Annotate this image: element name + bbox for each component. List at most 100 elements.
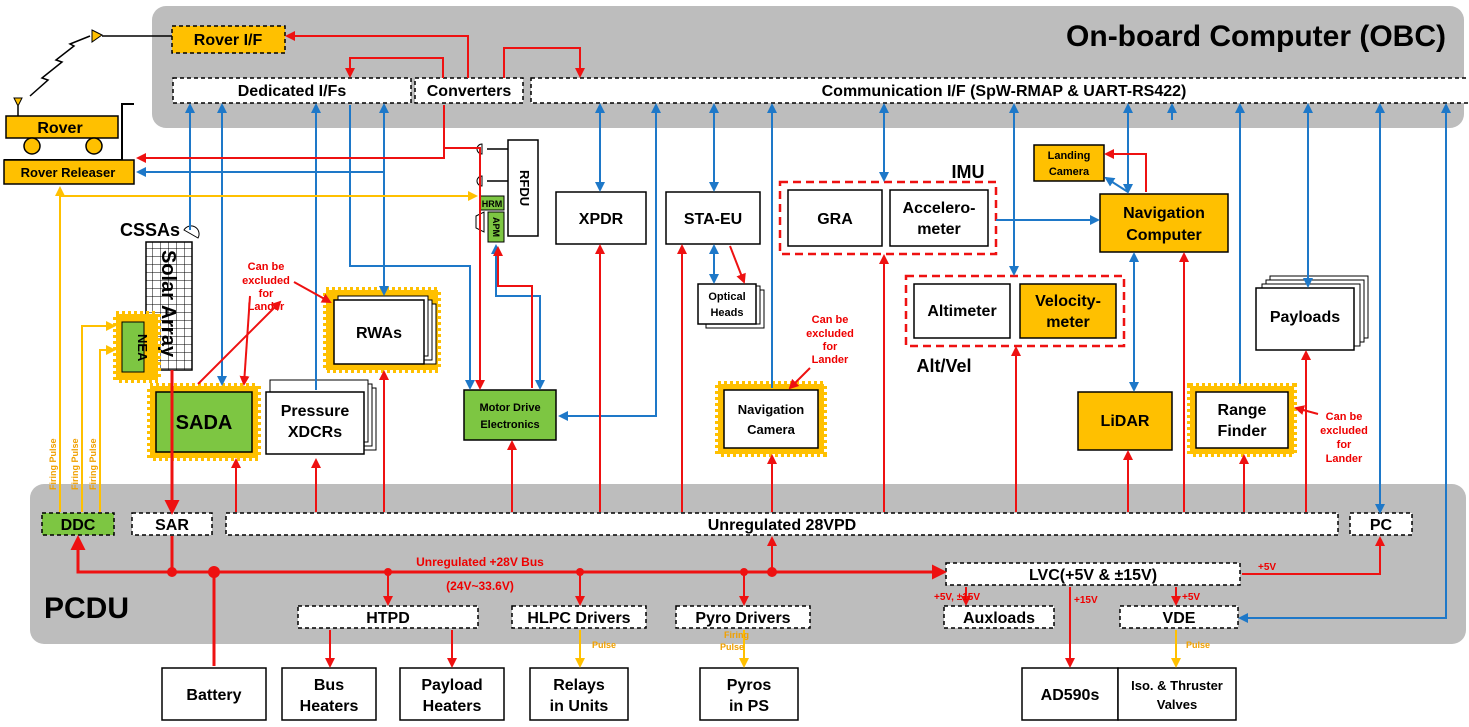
pc-box: PC: [1349, 512, 1413, 536]
rover: Rover: [4, 103, 134, 161]
lvc-box: LVC(+5V & ±15V): [945, 562, 1241, 586]
svg-text:Can be: Can be: [1326, 411, 1363, 423]
blue-data-lines: [136, 103, 1451, 623]
svg-text:Battery: Battery: [186, 687, 241, 704]
svg-text:Converters: Converters: [427, 83, 512, 100]
svg-text:Valves: Valves: [1157, 697, 1198, 712]
svg-text:Pyro Drivers: Pyro Drivers: [695, 610, 790, 627]
bus-junction-dots: [167, 566, 777, 578]
pyro-drivers-box: Pyro Drivers: [675, 605, 811, 629]
solar-array: Solar Array: [145, 241, 193, 371]
svg-text:Alt/Vel: Alt/Vel: [916, 356, 971, 376]
dedicated-ifs-box: Dedicated I/Fs: [172, 77, 412, 104]
hlpc-pulse-label: Pulse: [592, 640, 616, 650]
svg-text:Camera: Camera: [1049, 166, 1090, 178]
svg-text:HTPD: HTPD: [366, 610, 410, 627]
note-navcam: Can be excluded for Lander: [806, 314, 854, 366]
sun-sensor-icon: [183, 225, 200, 239]
payloads-box: Payloads: [1255, 275, 1369, 351]
auxloads-box: Auxloads: [943, 605, 1055, 629]
altvel-group: Alt/Vel Altimeter Velocity- meter: [904, 274, 1126, 376]
svg-text:LiDAR: LiDAR: [1101, 413, 1150, 430]
note-range: Can be excluded for Lander: [1320, 411, 1368, 465]
svg-text:Computer: Computer: [1126, 227, 1202, 244]
unreg-pd-box: Unregulated 28VPD: [225, 512, 1339, 536]
red-power-lines: [70, 31, 1385, 668]
rover-if-box: Rover I/F: [171, 25, 286, 54]
svg-text:Can be: Can be: [812, 314, 849, 326]
v5-pc-label: +5V: [1258, 562, 1276, 573]
pyros-box: Pyros in PS: [699, 667, 799, 721]
svg-text:IMU: IMU: [952, 162, 985, 182]
svg-text:LVC(+5V & ±15V): LVC(+5V & ±15V): [1029, 567, 1157, 584]
sta-eu-box: STA-EU: [665, 191, 761, 245]
nea-box: NEA: [113, 311, 161, 383]
sar-box: SAR: [131, 512, 213, 536]
svg-text:Can be: Can be: [248, 261, 285, 273]
svg-text:STA-EU: STA-EU: [684, 211, 742, 228]
svg-text:Heaters: Heaters: [300, 698, 359, 715]
v5-vde-label: +5V: [1182, 592, 1200, 603]
lidar-box: LiDAR: [1077, 391, 1173, 451]
svg-text:Lander: Lander: [1326, 453, 1363, 465]
pyro-pulse-label: Pulse: [720, 642, 744, 652]
svg-text:Navigation: Navigation: [738, 402, 805, 417]
svg-text:for: for: [259, 288, 274, 300]
vde-box: VDE: [1119, 605, 1239, 629]
svg-text:Rover: Rover: [37, 120, 82, 137]
svg-text:AD590s: AD590s: [1041, 687, 1100, 704]
svg-text:Solar Array: Solar Array: [157, 250, 179, 358]
firing-pulse-label-2: Firing Pulse: [70, 438, 80, 490]
obc-title: On-board Computer (OBC): [1066, 20, 1446, 53]
hlpc-box: HLPC Drivers: [511, 605, 647, 629]
rfdu-box: RFDU: [507, 139, 539, 237]
motor-drive-box: Motor Drive Electronics: [463, 389, 557, 441]
nav-computer-box: Navigation Computer: [1099, 193, 1229, 253]
vde-pulse-label: Pulse: [1186, 640, 1210, 650]
svg-text:excluded: excluded: [1320, 425, 1368, 437]
svg-text:APM: APM: [491, 217, 501, 237]
hrm-box: HRM: [479, 195, 505, 211]
svg-text:Navigation: Navigation: [1123, 205, 1205, 222]
svg-text:Pressure: Pressure: [281, 403, 350, 420]
comm-if-box: Communication I/F (SpW-RMAP & UART-RS422…: [530, 77, 1469, 104]
range-finder-box: Range Finder: [1187, 383, 1297, 457]
imu-group: IMU GRA Accelero- meter: [778, 162, 998, 256]
svg-text:in Units: in Units: [550, 698, 609, 715]
svg-text:Range: Range: [1218, 402, 1267, 419]
rover-antenna-icon: [13, 29, 172, 116]
svg-text:VDE: VDE: [1163, 610, 1196, 627]
svg-text:HLPC Drivers: HLPC Drivers: [527, 610, 630, 627]
sada-box: SADA: [147, 383, 261, 461]
optical-heads-box: Optical Heads: [697, 283, 765, 329]
landing-camera-box: Landing Camera: [1033, 144, 1105, 182]
svg-text:SADA: SADA: [176, 412, 233, 434]
svg-text:Accelero-: Accelero-: [903, 200, 976, 217]
svg-text:Payloads: Payloads: [1270, 309, 1340, 326]
svg-text:Communication I/F (SpW-RMAP &: Communication I/F (SpW-RMAP & UART-RS422…: [822, 83, 1187, 100]
svg-text:Iso. & Thruster: Iso. & Thruster: [1131, 678, 1223, 693]
ad590s-box: AD590s: [1021, 667, 1119, 721]
v15-label: +15V: [1074, 595, 1098, 606]
svg-text:Lander: Lander: [812, 354, 849, 366]
rover-releaser-box: Rover Releaser: [3, 159, 135, 185]
firing-pulse-label-3: Firing Pulse: [88, 438, 98, 490]
svg-text:SAR: SAR: [155, 517, 189, 534]
svg-text:Landing: Landing: [1048, 150, 1091, 162]
svg-text:Altimeter: Altimeter: [927, 303, 996, 320]
svg-text:meter: meter: [917, 221, 961, 238]
pyro-firing-label: Firing: [724, 630, 749, 640]
svg-text:Finder: Finder: [1218, 423, 1267, 440]
svg-text:for: for: [823, 341, 838, 353]
svg-text:Auxloads: Auxloads: [963, 610, 1035, 627]
svg-text:Rover Releaser: Rover Releaser: [21, 165, 116, 180]
svg-text:meter: meter: [1046, 314, 1090, 331]
svg-text:GRA: GRA: [817, 211, 853, 228]
firing-pulse-label-1: Firing Pulse: [48, 438, 58, 490]
battery-box: Battery: [161, 667, 267, 721]
svg-text:RFDU: RFDU: [517, 170, 532, 206]
svg-text:Optical: Optical: [708, 291, 745, 303]
pressure-xdcrs-box: Pressure XDCRs: [265, 379, 377, 455]
svg-text:in PS: in PS: [729, 698, 769, 715]
